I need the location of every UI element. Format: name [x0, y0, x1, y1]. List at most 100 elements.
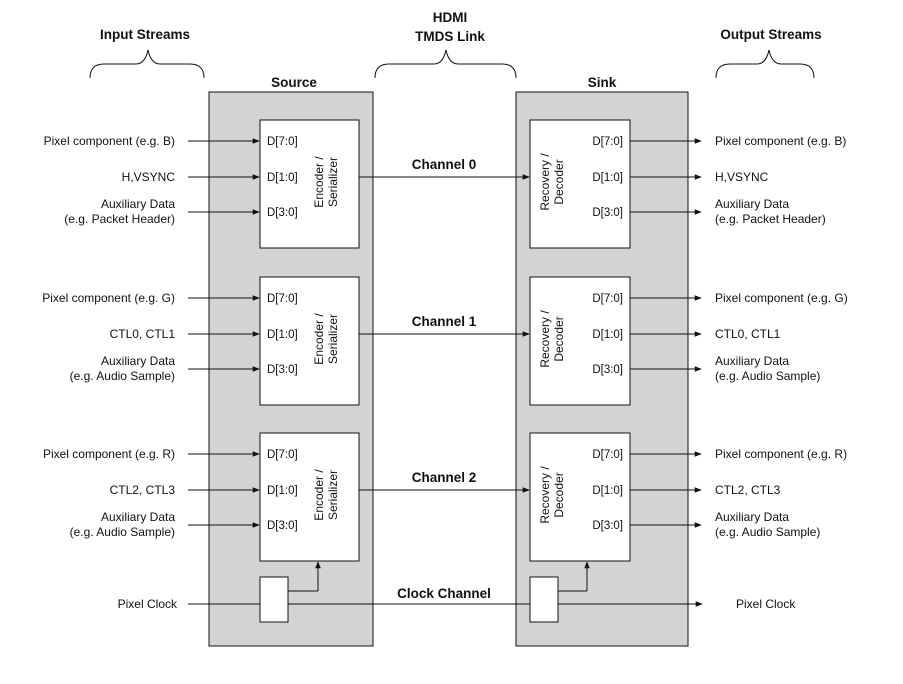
encoder-label: Encoder /Serializer — [312, 156, 340, 208]
encoder-serializer-block — [259, 119, 360, 249]
source-pin-label: D[1:0] — [267, 172, 298, 184]
decoder-label: Recovery /Decoder — [538, 153, 566, 211]
decoder-label-line: Decoder — [552, 316, 566, 361]
channel-0: Encoder /Serializer Recovery /Decoder D[7:… — [44, 119, 846, 249]
input-stream-label: H,VSYNC — [122, 170, 176, 184]
output-stream-label-line: Auxiliary Data — [715, 510, 789, 524]
channel-2: Encoder /Serializer Recovery /Decoder D[7:… — [43, 432, 847, 562]
channel-1: Encoder /Serializer Recovery /Decoder D[7:… — [42, 276, 848, 406]
sink-pin-label: D[7:0] — [592, 136, 623, 148]
source-pin-label: D[3:0] — [267, 364, 298, 376]
tmds-channel-label: Channel 0 — [412, 157, 477, 172]
encoder-serializer-block — [259, 276, 360, 406]
source-title: Source — [271, 75, 317, 90]
encoder-label: Encoder /Serializer — [312, 313, 340, 365]
output-stream-label: CTL0, CTL1 — [715, 327, 781, 341]
output-streams-brace — [715, 49, 815, 79]
sink-pin-label: D[1:0] — [592, 485, 623, 497]
decoder-label-line: Decoder — [552, 472, 566, 517]
tmds-link-brace — [374, 49, 517, 79]
input-streams-header: Input Streams — [100, 27, 190, 42]
encoder-label-line: Encoder / — [312, 156, 326, 208]
output-stream-label-line: Auxiliary Data — [715, 197, 789, 211]
sink-title: Sink — [588, 75, 617, 90]
output-stream-label-line: Auxiliary Data — [715, 354, 789, 368]
input-stream-label-line: CTL2, CTL3 — [110, 483, 176, 497]
recovery-decoder-block — [529, 119, 631, 249]
encoder-serializer-block — [259, 432, 360, 562]
clock-channel-label: Clock Channel — [397, 586, 491, 601]
input-stream-label-line: (e.g. Packet Header) — [64, 212, 175, 226]
source-pin-label: D[3:0] — [267, 207, 298, 219]
output-stream-label: Pixel component (e.g. R) — [715, 447, 847, 461]
input-stream-label: CTL2, CTL3 — [110, 483, 176, 497]
input-stream-label-line: CTL0, CTL1 — [110, 327, 176, 341]
output-stream-label: H,VSYNC — [715, 170, 769, 184]
output-stream-label-line: H,VSYNC — [715, 170, 769, 184]
input-stream-label-line: Pixel component (e.g. G) — [42, 291, 175, 305]
source-pin-label: D[7:0] — [267, 136, 298, 148]
output-stream-label-line: (e.g. Packet Header) — [715, 212, 826, 226]
output-stream-label-line: (e.g. Audio Sample) — [715, 525, 820, 539]
output-stream-label: Auxiliary Data(e.g. Audio Sample) — [715, 510, 820, 539]
output-stream-label-line: Pixel component (e.g. B) — [715, 134, 846, 148]
encoder-label: Encoder /Serializer — [312, 469, 340, 521]
tmds-channel-label: Channel 1 — [412, 314, 477, 329]
clock-output-label: Pixel Clock — [736, 597, 796, 611]
tmds-channel-label: Channel 2 — [412, 470, 477, 485]
source-pin-label: D[7:0] — [267, 293, 298, 305]
input-stream-label: CTL0, CTL1 — [110, 327, 176, 341]
recovery-decoder-block — [529, 276, 631, 406]
output-streams-header: Output Streams — [720, 27, 821, 42]
decoder-label-line: Recovery / — [538, 466, 552, 524]
sink-pin-label: D[7:0] — [592, 293, 623, 305]
decoder-label-line: Decoder — [552, 159, 566, 204]
sink-pin-label: D[1:0] — [592, 329, 623, 341]
sink-clock-block — [529, 576, 559, 623]
source-pin-label: D[7:0] — [267, 449, 298, 461]
output-stream-label-line: Pixel component (e.g. G) — [715, 291, 848, 305]
input-stream-label: Auxiliary Data(e.g. Audio Sample) — [70, 510, 176, 539]
sink-pin-label: D[1:0] — [592, 172, 623, 184]
decoder-label-line: Recovery / — [538, 310, 552, 368]
encoder-label-line: Encoder / — [312, 313, 326, 365]
output-stream-label-line: (e.g. Audio Sample) — [715, 369, 820, 383]
clock-channel: Pixel Clock Clock Channel Pixel Clock — [118, 561, 796, 623]
input-stream-label: Auxiliary Data(e.g. Packet Header) — [64, 197, 175, 226]
source-pin-label: D[1:0] — [267, 329, 298, 341]
input-stream-label-line: Pixel component (e.g. R) — [43, 447, 175, 461]
input-stream-label-line: Auxiliary Data — [101, 197, 175, 211]
output-stream-label-line: Pixel component (e.g. R) — [715, 447, 847, 461]
encoder-label-line: Serializer — [326, 470, 340, 520]
source-clock-block — [259, 576, 289, 623]
output-stream-label: Auxiliary Data(e.g. Packet Header) — [715, 197, 826, 226]
encoder-label-line: Serializer — [326, 314, 340, 364]
output-stream-label: Pixel component (e.g. B) — [715, 134, 846, 148]
encoder-label-line: Encoder / — [312, 469, 326, 521]
output-stream-label-line: CTL2, CTL3 — [715, 483, 781, 497]
source-pin-label: D[1:0] — [267, 485, 298, 497]
decoder-label-line: Recovery / — [538, 153, 552, 211]
input-stream-label-line: Pixel component (e.g. B) — [44, 134, 175, 148]
output-stream-label: CTL2, CTL3 — [715, 483, 781, 497]
input-stream-label: Pixel component (e.g. B) — [44, 134, 175, 148]
input-stream-label-line: H,VSYNC — [122, 170, 176, 184]
input-stream-label: Pixel component (e.g. R) — [43, 447, 175, 461]
sink-pin-label: D[3:0] — [592, 207, 623, 219]
recovery-decoder-block — [529, 432, 631, 562]
tmds-link-header: TMDS Link — [415, 29, 485, 44]
input-stream-label-line: Auxiliary Data — [101, 510, 175, 524]
source-pin-label: D[3:0] — [267, 520, 298, 532]
input-streams-brace — [89, 49, 205, 79]
sink-pin-label: D[3:0] — [592, 364, 623, 376]
hdmi-header: HDMI — [433, 10, 468, 25]
input-stream-label: Pixel component (e.g. G) — [42, 291, 175, 305]
output-stream-label: Auxiliary Data(e.g. Audio Sample) — [715, 354, 820, 383]
output-stream-label: Pixel component (e.g. G) — [715, 291, 848, 305]
sink-pin-label: D[7:0] — [592, 449, 623, 461]
encoder-label-line: Serializer — [326, 157, 340, 207]
sink-pin-label: D[3:0] — [592, 520, 623, 532]
input-stream-label-line: (e.g. Audio Sample) — [70, 525, 175, 539]
